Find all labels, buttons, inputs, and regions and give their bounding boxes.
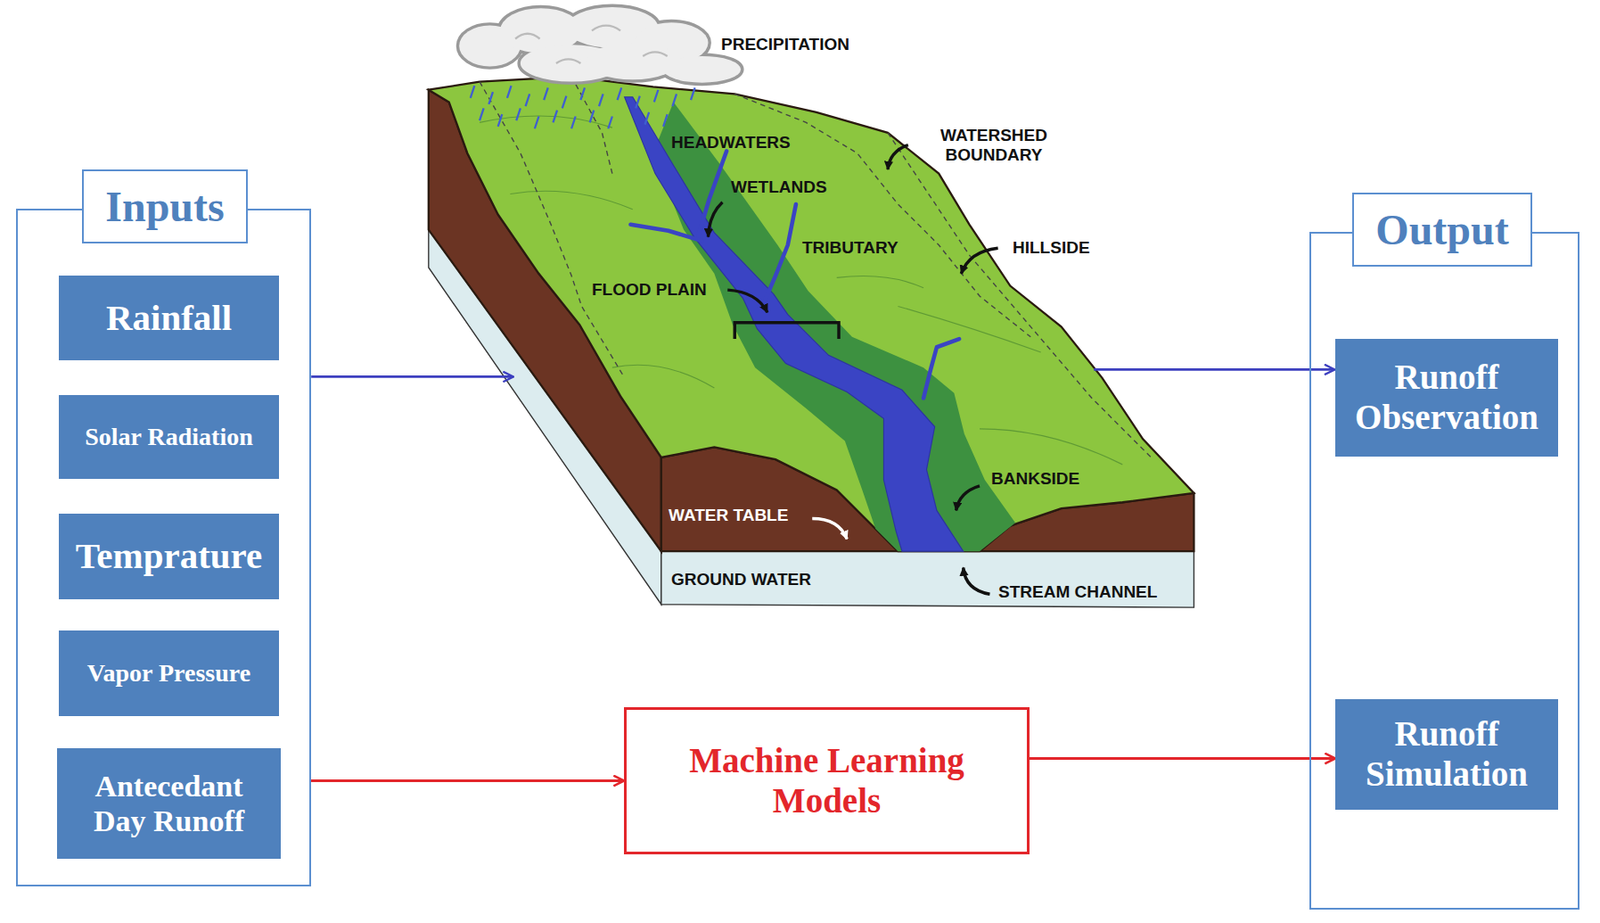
box-label: Runoff Simulation xyxy=(1345,713,1548,795)
model-box: Machine Learning Models xyxy=(623,706,1030,854)
tributary xyxy=(763,204,796,304)
callout-arrow xyxy=(887,145,909,170)
variable-box: Solar Radiation xyxy=(58,394,279,479)
cloud-swirls xyxy=(515,25,668,64)
callout-arrow xyxy=(956,485,980,510)
part-label: HEADWATERS xyxy=(671,132,791,153)
box-label: Vapor Pressure xyxy=(87,658,251,688)
part-label: HILLSIDE xyxy=(1012,237,1091,258)
panel-heading: Output xyxy=(1352,192,1532,267)
cloud-part xyxy=(586,42,679,80)
group-panel: OutputRunoff ObservationRunoff Simulatio… xyxy=(1309,231,1580,910)
part-label: WETLANDS xyxy=(730,177,828,197)
part-label: STREAM CHANNEL xyxy=(998,582,1157,602)
box-label: Temprature xyxy=(75,534,263,577)
cloud-outline xyxy=(459,7,741,83)
part-label: WATERSHED BOUNDARY xyxy=(927,125,1061,165)
flood-plain-bracket xyxy=(734,322,839,339)
cloud-swirl xyxy=(591,25,621,32)
land-surface xyxy=(428,76,1195,551)
part-label: BANKSIDE xyxy=(991,468,1080,489)
variable-box: Vapor Pressure xyxy=(58,630,279,716)
flow-arrow xyxy=(311,375,514,378)
variable-box: Temprature xyxy=(58,513,279,599)
flow-arrow xyxy=(1093,368,1335,371)
callout-arrow xyxy=(812,518,847,540)
callout-arrow xyxy=(963,567,991,595)
panel-heading: Inputs xyxy=(82,169,247,244)
cloud-part xyxy=(586,42,679,80)
dashed-boundary xyxy=(479,82,625,378)
flood-plain xyxy=(653,101,1016,551)
contour-line xyxy=(612,364,714,388)
dashed-boundary xyxy=(571,76,613,174)
illustration-group xyxy=(311,7,1335,608)
tributary xyxy=(630,224,702,241)
variable-box: Runoff Simulation xyxy=(1335,698,1559,810)
part-label: TRIBUTARY xyxy=(802,237,899,258)
box-label: Runoff Observation xyxy=(1345,357,1548,438)
rain-drops xyxy=(470,85,696,129)
connector-arrow xyxy=(311,779,624,782)
box-label: Solar Radiation xyxy=(84,422,254,452)
callout-arrow xyxy=(960,247,998,274)
variable-box: Antecedant Day Runoff xyxy=(57,747,281,859)
box-label: Rainfall xyxy=(106,296,232,339)
part-label: GROUND WATER xyxy=(671,569,812,590)
contour-line xyxy=(836,276,924,288)
callout-arrows xyxy=(707,145,998,595)
tributary xyxy=(697,150,727,237)
callout-arrow xyxy=(727,289,768,312)
contour-line xyxy=(509,190,632,209)
variable-box: Runoff Observation xyxy=(1335,338,1559,457)
tributary xyxy=(923,338,960,398)
groundwater-front xyxy=(661,550,1195,608)
tributaries xyxy=(630,150,960,398)
box-label: Antecedant Day Runoff xyxy=(67,768,271,838)
variable-box: Rainfall xyxy=(58,275,279,361)
connector-arrow xyxy=(1029,756,1336,760)
part-label: FLOOD PLAIN xyxy=(591,279,707,300)
cloud-swirl xyxy=(642,51,667,57)
group-panel: InputsRainfallSolar RadiationTempratureV… xyxy=(16,208,312,887)
callout-arrow xyxy=(707,202,723,238)
cloud-swirl xyxy=(515,33,540,40)
cloud-swirl xyxy=(556,58,581,64)
part-label: PRECIPITATION xyxy=(721,34,850,55)
river xyxy=(624,97,964,551)
contour-line xyxy=(979,428,1123,465)
part-label: WATER TABLE xyxy=(668,505,788,526)
cloud-fill xyxy=(459,7,741,83)
box-label: Machine Learning Models xyxy=(637,740,1017,821)
